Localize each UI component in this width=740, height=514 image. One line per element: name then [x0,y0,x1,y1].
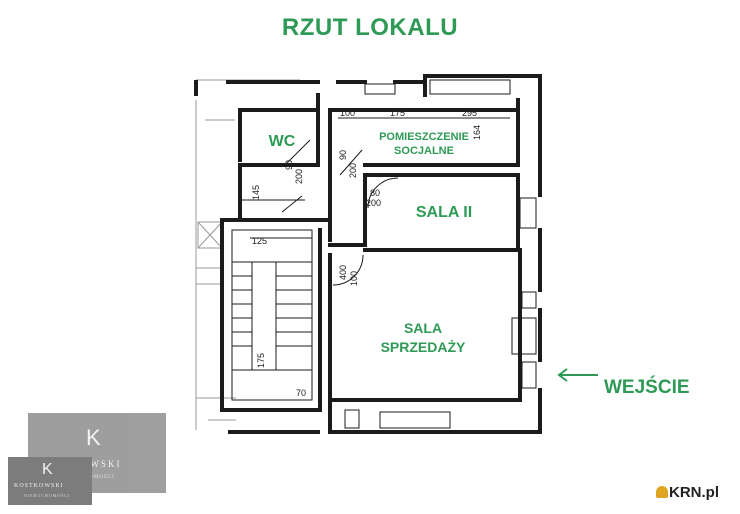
dimension-label: 164 [472,125,482,140]
house-icon [656,486,668,498]
logo-k-icon: K [86,425,101,450]
dimension-label: 90 [284,160,294,170]
dimension-label: 175 [390,108,405,118]
dimension-label: 175 [256,353,266,368]
dimension-label: 100 [349,271,359,286]
krn-watermark: KRN.pl [656,484,719,501]
logo-watermark-small: K KOSTKOWSKI NIERUCHOMOŚCI [8,457,92,505]
entrance-label: WEJŚCIE [604,377,690,398]
dimension-label: 80 [370,188,380,198]
dimension-label: 200 [294,169,304,184]
stair-lines [231,79,537,429]
room-label-wc: WC [269,133,296,150]
dimension-label: 200 [348,163,358,178]
logo-name: KOSTKOWSKI [14,483,64,489]
logo-k-icon: K [42,461,53,478]
room-label-sala2: SALA II [416,204,472,221]
room-label-sales-line1: SALA [404,320,442,336]
dimension-label: 90 [338,150,348,160]
dimension-label: 200 [366,198,381,208]
arrow-left-icon [557,368,598,382]
room-label-sales-line2: SPRZEDAŻY [381,339,466,355]
walls [194,74,542,434]
dimension-label: 145 [251,185,261,200]
dimension-label: 295 [462,108,477,118]
room-label-social-line1: POMIESZCZENIE [379,131,469,143]
dimension-label: 400 [338,265,348,280]
page-title: RZUT LOKALU [281,14,459,41]
logo-sub: NIERUCHOMOŚCI [24,493,71,498]
dimension-labels: 100 175 295 164 90 200 90 200 80 200 125… [251,108,482,398]
dimension-label: 125 [252,236,267,246]
room-label-social-line2: SOCJALNE [394,145,454,157]
context-lines [195,79,300,430]
krn-text: KRN.pl [669,484,719,501]
dimension-label: 100 [340,108,355,118]
dimension-label: 70 [296,388,306,398]
